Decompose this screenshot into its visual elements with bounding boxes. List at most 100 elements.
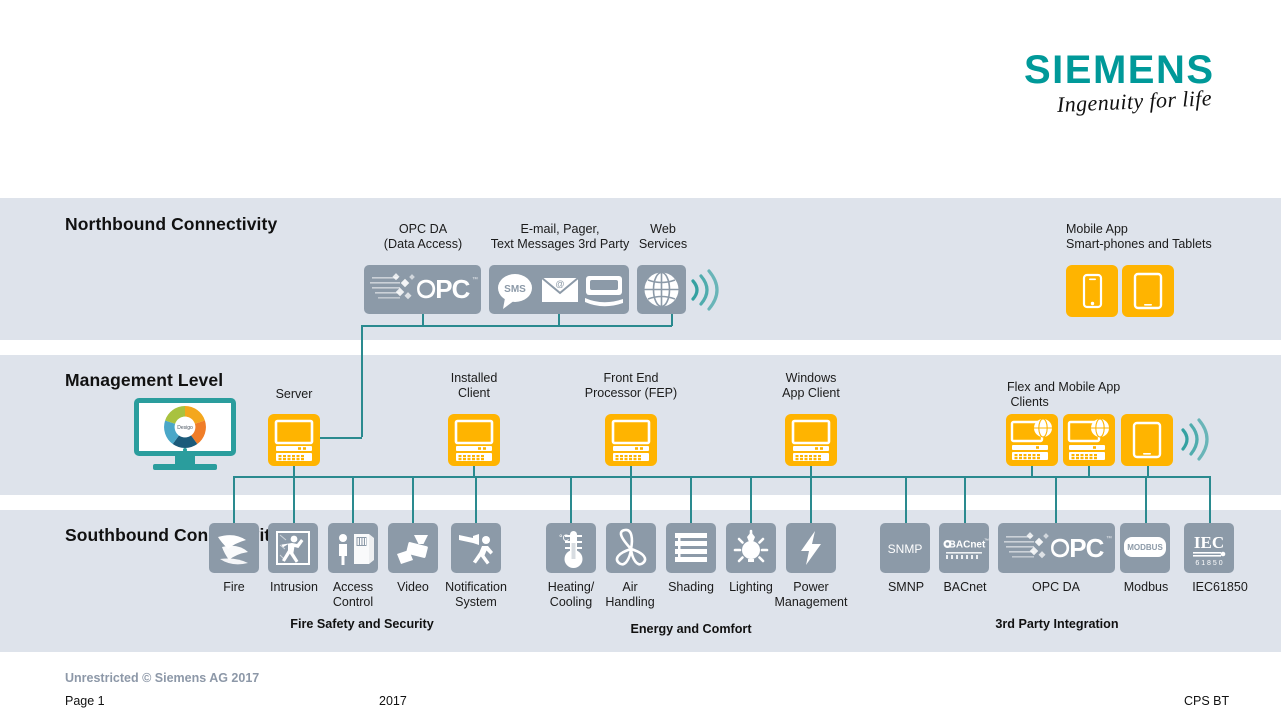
northbound-tile-web-services[interactable] [637,265,686,314]
sms-bubble-icon: SMS [498,274,532,309]
northbound-tile-opc-da[interactable]: OPC ™ [364,265,481,314]
riser-notification [475,476,477,523]
thermometer-icon: °C [559,531,583,568]
connector-northbound-bus [361,325,672,327]
connector-flex-client-1-drop [1031,465,1033,477]
svg-text:™: ™ [984,538,989,544]
band-title-northbound: Northbound Connectivity [65,214,278,234]
workstation-icon [611,419,651,461]
intruder-icon [276,531,310,565]
workstation-icon [274,419,314,461]
band-title-management: Management Level [65,370,224,390]
pager-icon [585,276,623,307]
southbound-label-video: Video [397,580,429,594]
megaphone-runner-icon [459,534,493,565]
svg-text:6 1 8 5 0: 6 1 8 5 0 [1195,560,1222,567]
workstation-icon [791,419,831,461]
riser-opc-da [1055,476,1057,523]
southbound-label-bacnet: BACnet [943,580,987,594]
riser-air-handling [630,476,632,523]
southbound-tile-access-control[interactable] [328,523,378,573]
management-node-flex-client-2[interactable] [1063,414,1115,466]
smartphone-icon [1082,273,1103,309]
southbound-tile-modbus[interactable]: MODBUS [1120,523,1170,573]
riser-shading [690,476,692,523]
southbound-tile-bacnet[interactable]: BACnet ™ [939,523,989,573]
tablet-icon [1133,272,1163,310]
southbound-label-iec61850: IEC61850 [1192,580,1248,594]
monitor-base [153,464,217,470]
svg-text:BACnet: BACnet [949,540,986,551]
wifi-icon [1181,418,1209,461]
southbound-tile-lighting[interactable] [726,523,776,573]
southbound-tile-shading[interactable] [666,523,716,573]
management-node-flex-tablet[interactable] [1121,414,1173,466]
southbound-label-fire: Fire [223,580,245,594]
management-node-fep[interactable] [605,414,657,466]
fan-icon [615,528,647,566]
footer-page-number: Page 1 [65,694,105,708]
southbound-label-intrusion: Intrusion [270,580,318,594]
blinds-icon [675,533,707,562]
footer-copyright: Unrestricted © Siemens AG 2017 [65,671,260,685]
connector-southbound-bus [233,476,1210,478]
riser-power-management [810,476,812,523]
southbound-tile-notification-system[interactable] [451,523,501,573]
northbound-label-opc-da: OPC DA (Data Access) [383,222,463,252]
connector-web-drop [671,313,673,326]
riser-heating-cooling [570,476,572,523]
southbound-tile-iec61850[interactable]: IEC 6 1 8 5 0 [1184,523,1234,573]
southbound-group-title-third-party: 3rd Party Integration [995,617,1119,631]
svg-text:™: ™ [1106,535,1112,542]
riser-access-control [352,476,354,523]
riser-intrusion [293,476,295,523]
southbound-label-modbus: Modbus [1123,580,1169,594]
southbound-tile-opc-da[interactable]: OPC ™ [998,523,1115,573]
southbound-label-lighting: Lighting [729,580,773,594]
southbound-tile-power-management[interactable] [786,523,836,573]
northbound-label-web-services: Web Services [638,222,688,252]
workstation-icon [454,419,494,461]
southbound-tile-snmp[interactable]: SNMP [880,523,930,573]
opc-logo-icon: OPC ™ [1004,532,1112,563]
connector-opc-drop [422,313,424,326]
northbound-label-messaging: E-mail, Pager, Text Messages 3rd Party [490,222,630,252]
web-client-icon [1010,418,1052,460]
wifi-icon [691,269,719,311]
southbound-tile-video[interactable] [388,523,438,573]
svg-text:@: @ [555,279,564,289]
management-label-installed-client: Installed Client [450,371,498,401]
southbound-tile-intrusion[interactable] [268,523,318,573]
northbound-tile-messaging[interactable]: SMS @ [489,265,629,314]
management-node-flex-client-1[interactable] [1006,414,1058,466]
connector-server-drop [293,465,295,477]
southbound-group-title-fire-safety: Fire Safety and Security [290,617,434,631]
desigo-donut-logo: Desigo [163,405,207,449]
management-node-server[interactable] [268,414,320,466]
riser-lighting [750,476,752,523]
management-node-installed-client[interactable] [448,414,500,466]
connector-flex-client-2-drop [1088,465,1090,477]
southbound-label-snmp: SMNP [887,580,925,594]
riser-snmp [905,476,907,523]
northbound-tile-smartphone[interactable] [1066,265,1118,317]
southbound-tile-air-handling[interactable] [606,523,656,573]
southbound-tile-fire[interactable] [209,523,259,573]
connector-flex-tablet-drop [1147,465,1149,477]
northbound-tile-tablet[interactable] [1122,265,1174,317]
connector-windows-client-drop [810,465,812,477]
lightbulb-icon [733,529,769,563]
southbound-tile-heating-cooling[interactable]: °C [546,523,596,573]
monitor-power-dot [183,448,187,452]
southbound-label-access-control: Access Control [332,580,374,610]
siemens-logo-claim: Ingenuity for life [1056,85,1213,117]
management-label-fep: Front End Processor (FEP) [584,371,678,401]
desigo-cc-monitor-icon[interactable]: Desigo [134,398,236,456]
connector-server-feed [318,437,362,439]
management-label-flex-clients: Flex and Mobile App Clients [1007,380,1121,410]
management-node-windows-app-client[interactable] [785,414,837,466]
connector-messaging-drop [558,313,560,326]
southbound-label-opc-da: OPC DA [1032,580,1080,594]
lightning-bolt-icon [801,531,821,565]
